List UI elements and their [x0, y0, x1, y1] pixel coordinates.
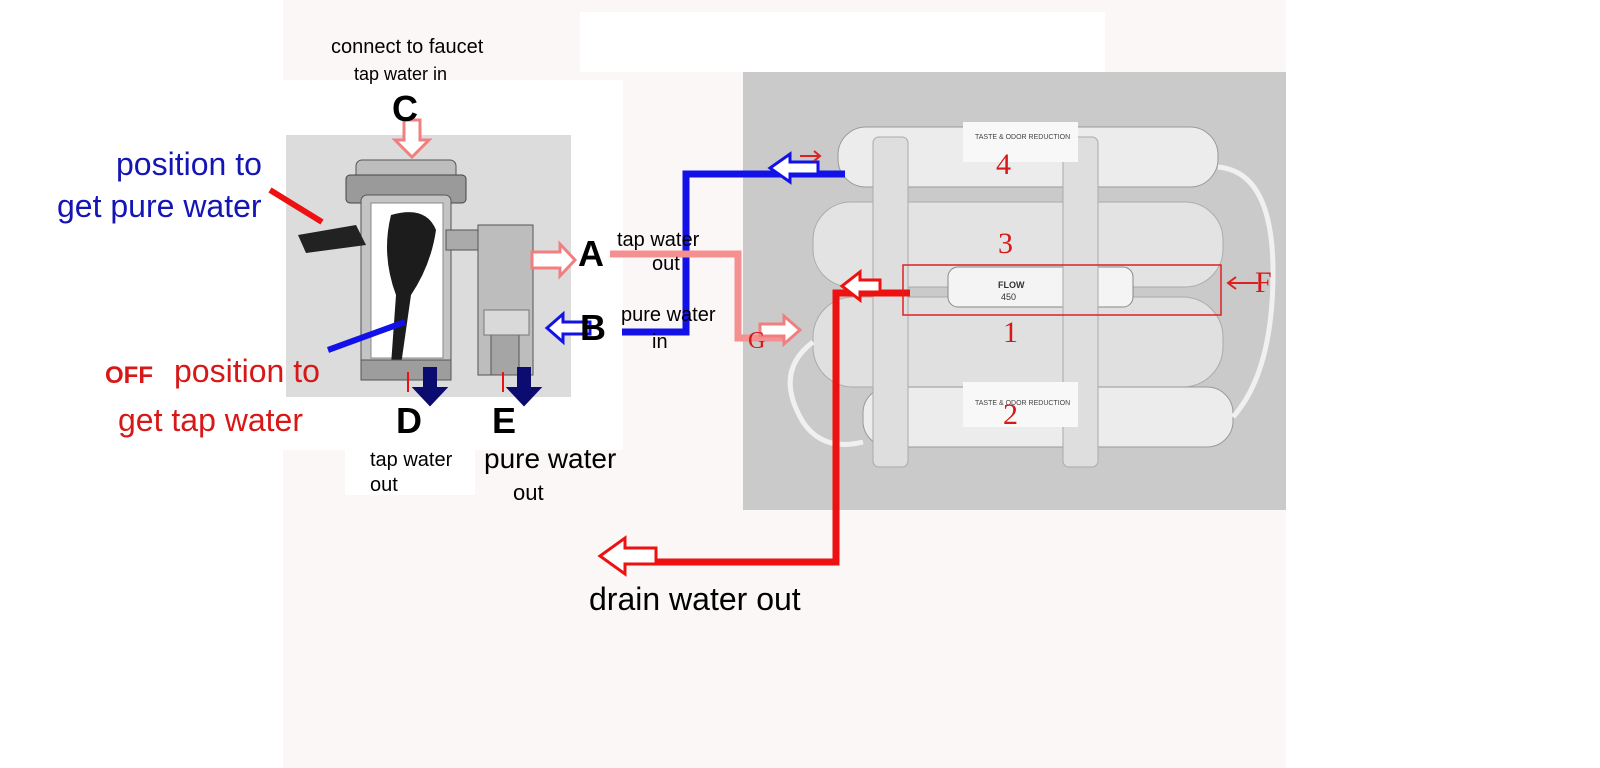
arrow-drain-start [839, 268, 882, 304]
tap-position-label-1: position to [174, 353, 320, 389]
label-a: A [578, 233, 604, 274]
arrow-c [391, 118, 433, 160]
flow-brand: FLOW [998, 280, 1025, 290]
pure-position-label-1: position to [116, 146, 262, 182]
arrow-b [544, 310, 592, 346]
arrow-d [411, 367, 449, 407]
tap-position-label-2: get tap water [118, 402, 303, 438]
stage-4-label: 4 [996, 148, 1011, 181]
arrow-drain-out [597, 535, 658, 577]
e-pure-water-label: pure water [484, 443, 617, 474]
arrow-g [758, 312, 803, 348]
label-c: C [392, 88, 418, 129]
d-tap-water-label: tap water [370, 449, 453, 471]
arrow-filter-in [767, 151, 820, 185]
label-f: F [1255, 266, 1272, 299]
label-b: B [580, 307, 606, 348]
tap-water-pipe [610, 250, 790, 342]
d-label-backdrop [345, 445, 475, 495]
pure-position-line [268, 187, 324, 225]
arrow-a [530, 240, 578, 280]
off-label: OFF [105, 362, 153, 389]
arrow-e [505, 367, 543, 407]
pure-position-label-2: get pure water [57, 188, 262, 224]
label-g: G [748, 328, 766, 354]
d-out-label: out [370, 474, 398, 496]
b-in-label: in [652, 331, 668, 353]
top-label-backdrop [580, 12, 1105, 72]
b-pure-water-label: pure water [621, 304, 716, 326]
stage-2-label: 2 [1003, 398, 1018, 431]
e-out-label: out [513, 480, 544, 505]
connect-label: connect to faucet [331, 36, 484, 58]
cartridge-label-top: TASTE & ODOR REDUCTION [975, 134, 1071, 141]
a-out-label: out [652, 253, 680, 275]
a-tap-water-label: tap water [617, 229, 700, 251]
drain-label: drain water out [589, 581, 801, 617]
stage-1-label: 1 [1003, 316, 1018, 349]
flow-model: 450 [1001, 292, 1017, 302]
label-e: E [492, 400, 517, 441]
label-d: D [396, 400, 422, 441]
tap-position-line [326, 319, 407, 353]
flow-restrictor-box [902, 264, 1222, 316]
tap-water-in-label: tap water in [354, 64, 448, 84]
cartridge-label-bottom: TASTE & ODOR REDUCTION [975, 400, 1071, 407]
stage-3-label: 3 [998, 227, 1013, 260]
